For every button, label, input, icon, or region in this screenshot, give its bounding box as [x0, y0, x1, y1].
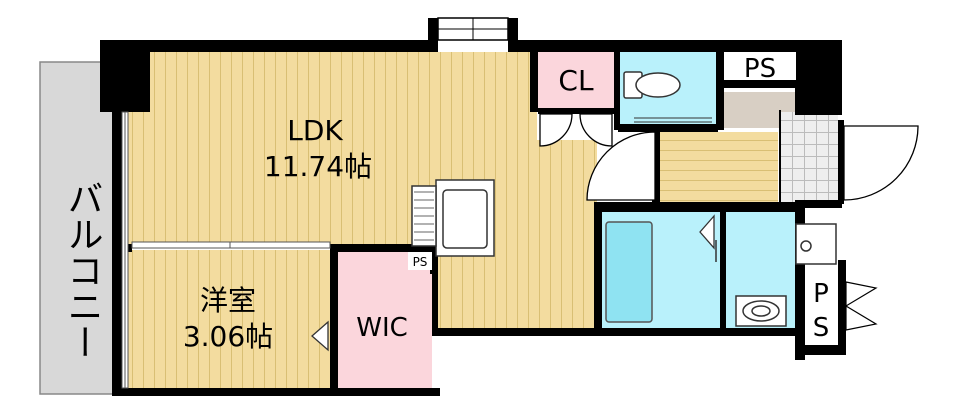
- hall-door: [586, 131, 656, 201]
- entrance-door: [843, 125, 919, 201]
- ps-top-box: [724, 52, 796, 80]
- ps-side-box: [805, 272, 838, 344]
- western-room-label: 洋室: [200, 284, 256, 317]
- closet-label: CL: [558, 64, 594, 97]
- ldk-label: LDK: [287, 114, 343, 147]
- ldk-size: 11.74帖: [264, 150, 372, 183]
- ps-kitchen-label: PS: [413, 255, 428, 269]
- entrance-tile: [780, 112, 838, 202]
- walls: [100, 18, 846, 396]
- wic-door-marker: [311, 320, 329, 352]
- ps-top-label: PS: [744, 54, 776, 84]
- sliding-door-western: [131, 241, 331, 249]
- ps-kitchen-box: [408, 252, 432, 270]
- toilet-icon: [623, 71, 712, 123]
- top-window: [437, 17, 509, 41]
- closet-doors: [539, 113, 613, 147]
- western-room-size: 3.06帖: [183, 320, 273, 353]
- ps-side-doors: [845, 281, 878, 331]
- washbasin-icon: [735, 295, 787, 327]
- balcony-window: [121, 111, 129, 389]
- ps-side-label-top: P: [813, 279, 829, 309]
- bath-door-marker: [699, 214, 715, 250]
- wic-floor: [336, 250, 432, 390]
- kitchen-counter: [411, 179, 495, 257]
- balcony: バルコニー: [39, 61, 121, 395]
- balcony-label: バルコニー: [62, 180, 103, 360]
- closet-floor: [538, 50, 614, 112]
- western-room-floor: [122, 250, 334, 390]
- ps-side-label-bottom: S: [813, 313, 830, 343]
- hallway-floor: [660, 132, 778, 202]
- wic-label: WIC: [356, 313, 408, 343]
- bath-tub: [605, 221, 653, 323]
- washing-machine-pan: [795, 223, 837, 265]
